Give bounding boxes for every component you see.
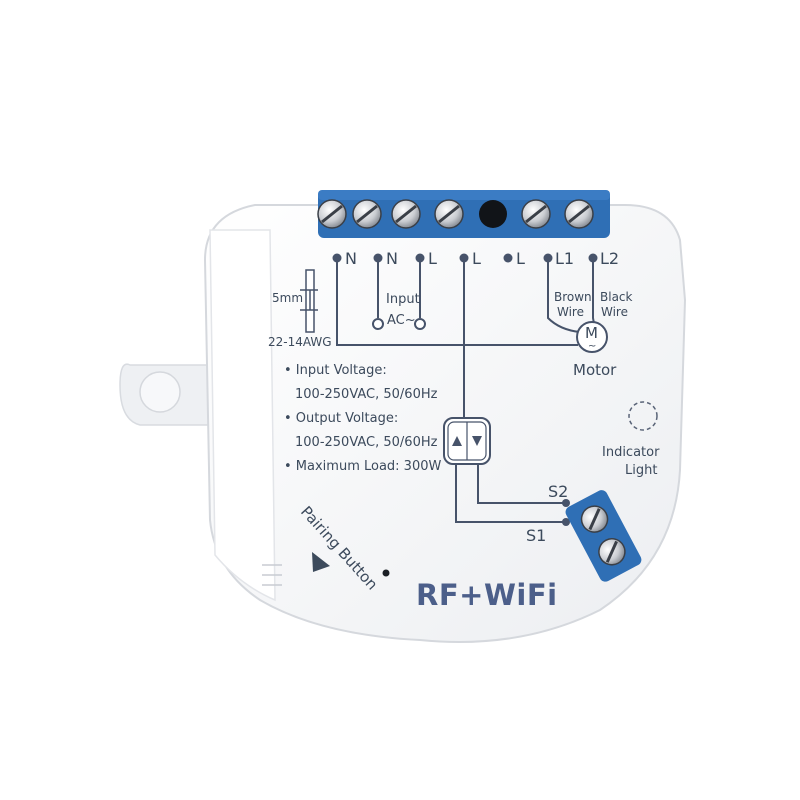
motor-icon: M ~ [576, 321, 608, 353]
input-label-line1: Input [386, 292, 420, 307]
switch-terminal-s2: S2 [548, 482, 568, 501]
terminal-label-motor-l1: L1 [555, 249, 574, 268]
brand-label: RF+WiFi [416, 578, 558, 612]
specifications: • Input Voltage: 100-250VAC, 50/60Hz • O… [284, 363, 441, 474]
wire-gauge-label: 22-14AWG [268, 335, 332, 349]
up-down-switch-icon [443, 417, 491, 465]
max-load-label: • Maximum Load: 300W [284, 459, 441, 474]
terminal-screws [317, 199, 594, 229]
terminal-label-motor-l2: L2 [600, 249, 619, 268]
terminal-label-n2: N [386, 249, 398, 268]
indicator-label-line1: Indicator [602, 445, 660, 460]
terminal-label-n1: N [345, 249, 357, 268]
wire-strip-gauge-icon [300, 269, 318, 333]
body-left-rib [209, 229, 276, 602]
terminal-label-l1: L [428, 249, 437, 268]
terminal-block [317, 190, 610, 238]
black-wire-label-line2: Wire [601, 305, 628, 319]
brown-wire-label-line2: Wire [557, 305, 584, 319]
terminal-label-l3: L [516, 249, 525, 268]
motor-symbol-sub: ~ [588, 341, 596, 352]
output-voltage-label: • Output Voltage: [284, 411, 398, 426]
input-voltage-value: 100-250VAC, 50/60Hz [295, 387, 438, 402]
strip-length-label: 5mm [272, 291, 303, 305]
input-label-line2: AC~ [387, 313, 416, 328]
indicator-light-icon [628, 401, 658, 431]
terminal-hole [479, 200, 507, 228]
switch-terminal-block [565, 490, 642, 582]
body-detail-lines [262, 564, 282, 586]
output-voltage-value: 100-250VAC, 50/60Hz [295, 435, 438, 450]
indicator-label-line2: Light [625, 463, 657, 478]
motor-symbol: M [585, 324, 598, 342]
input-voltage-label: • Input Voltage: [284, 363, 387, 378]
pairing-button[interactable] [382, 569, 390, 577]
terminal-label-l2: L [472, 249, 481, 268]
motor-label: Motor [573, 361, 617, 379]
terminal-labels: N N L L L L1 L2 [332, 249, 619, 268]
black-wire-label-line1: Black [600, 290, 633, 304]
mounting-tab [119, 363, 211, 426]
switch-terminal-s1: S1 [526, 526, 546, 545]
brown-wire-label-line1: Brown [554, 290, 592, 304]
pairing-arrow-icon [312, 552, 330, 572]
wiring-diagram [336, 262, 599, 526]
